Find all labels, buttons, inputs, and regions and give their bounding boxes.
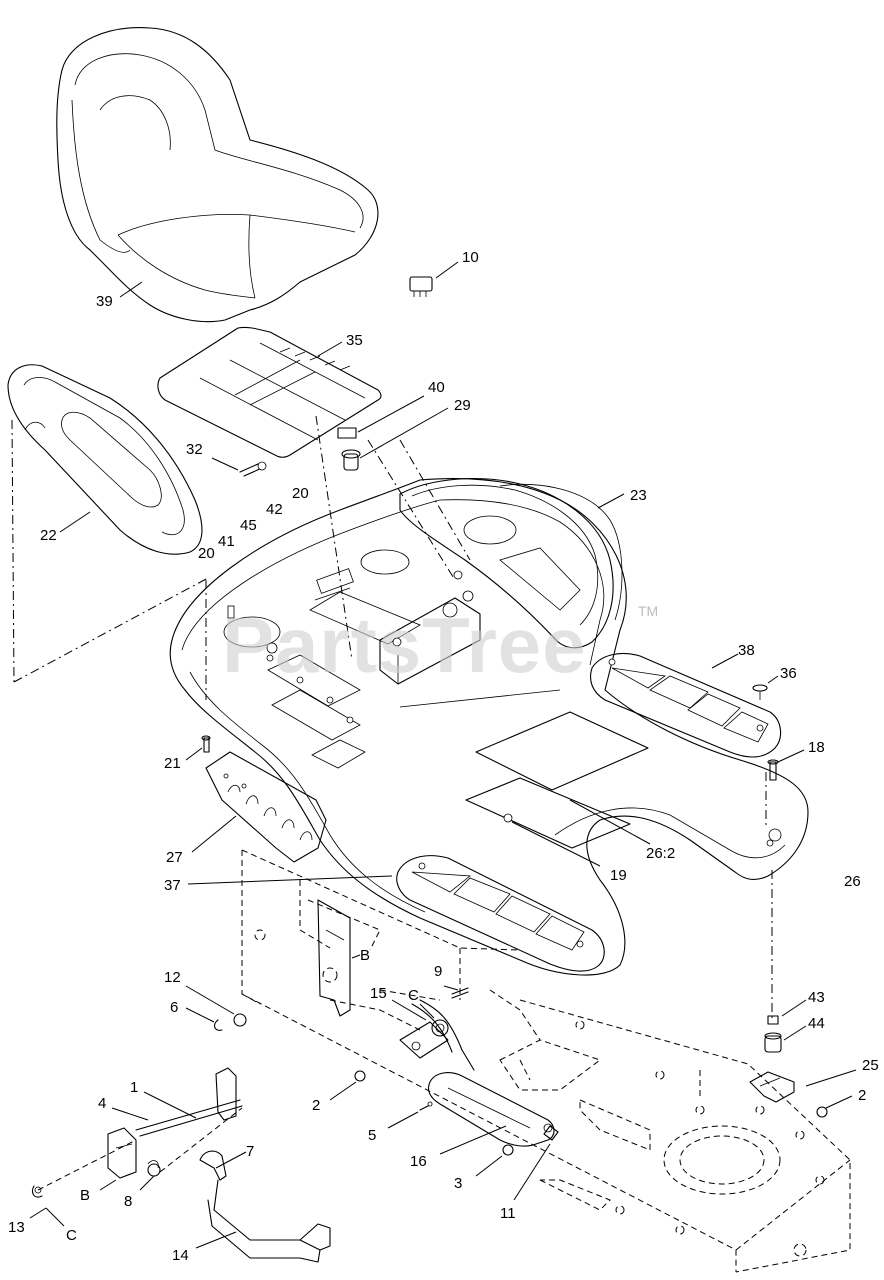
pedal-shaft-1 <box>135 1067 243 1137</box>
callout-19: 19 <box>610 867 627 884</box>
watermark: PartsTree <box>222 601 587 689</box>
callout-9: 9 <box>434 963 442 980</box>
callout-8: 8 <box>124 1193 132 1210</box>
bracket-4 <box>107 1127 137 1179</box>
callout-37: 37 <box>164 877 181 894</box>
callout-23: 23 <box>630 487 647 504</box>
callout-3: 3 <box>454 1175 462 1192</box>
knob-part <box>341 449 361 471</box>
callout-6: 6 <box>170 999 178 1016</box>
callout-20b: 20 <box>198 545 215 562</box>
watermark-tm: TM <box>638 603 658 619</box>
pin-5 <box>419 1101 433 1111</box>
callout-21: 21 <box>164 755 181 772</box>
callout-42: 42 <box>266 501 283 518</box>
nut-43 <box>767 1015 779 1025</box>
callout-43: 43 <box>808 989 825 1006</box>
callout-11: 11 <box>500 1205 516 1222</box>
callout-5: 5 <box>368 1127 376 1144</box>
callout-b2: B <box>80 1187 90 1204</box>
callout-40: 40 <box>428 379 445 396</box>
callout-26: 26 <box>844 873 861 890</box>
callout-39: 39 <box>96 293 113 310</box>
bracket-27 <box>205 751 327 863</box>
callout-22: 22 <box>40 527 57 544</box>
callout-2a: 2 <box>312 1097 320 1114</box>
rear-footrest <box>589 652 782 758</box>
seat-pan <box>157 326 382 458</box>
callout-b1: B <box>360 947 370 964</box>
plug-36 <box>752 684 768 700</box>
callout-35: 35 <box>346 332 363 349</box>
callout-c2: C <box>66 1227 77 1244</box>
callout-10: 10 <box>462 249 479 266</box>
seat-drawing <box>56 27 379 323</box>
callout-2b: 2 <box>858 1087 866 1104</box>
callout-26-2: 26:2 <box>646 845 675 862</box>
screw-32 <box>239 461 267 477</box>
nut-3 <box>502 1144 514 1156</box>
callout-14: 14 <box>172 1247 189 1264</box>
side-cover <box>7 364 203 555</box>
bracket-b-plate <box>317 899 351 1017</box>
seat-bracket <box>266 570 481 685</box>
nut-2b <box>816 1106 828 1118</box>
callout-36: 36 <box>780 665 797 682</box>
callout-1: 1 <box>130 1079 138 1096</box>
tractor-frame <box>241 849 851 1273</box>
callout-15: 15 <box>370 985 387 1002</box>
callout-29: 29 <box>454 397 471 414</box>
callout-7: 7 <box>246 1143 254 1160</box>
callout-41: 41 <box>218 533 235 550</box>
bolt-18 <box>767 759 779 781</box>
callout-20a: 20 <box>292 485 309 502</box>
callout-4: 4 <box>98 1095 106 1112</box>
callout-32: 32 <box>186 441 203 458</box>
callout-25: 25 <box>862 1057 879 1074</box>
callout-27: 27 <box>166 849 183 866</box>
pin-11 <box>543 1125 559 1141</box>
callout-38: 38 <box>738 642 755 659</box>
bracket-25 <box>749 1071 795 1103</box>
front-footrest <box>396 855 605 972</box>
switch-part <box>409 276 433 297</box>
callout-44: 44 <box>808 1015 825 1032</box>
callout-13: 13 <box>8 1219 25 1236</box>
callout-c1: C <box>408 987 419 1004</box>
linkage-15 <box>399 987 475 1071</box>
bushing-12 <box>233 1013 247 1027</box>
bolt-21 <box>201 735 211 753</box>
callout-18: 18 <box>808 739 825 756</box>
callout-12: 12 <box>164 969 181 986</box>
nut-2a <box>354 1070 366 1082</box>
latch-part <box>337 427 357 439</box>
callout-45: 45 <box>240 517 257 534</box>
spring-8 <box>147 1160 161 1177</box>
screw-19 <box>503 813 513 823</box>
clip-6 <box>213 1019 223 1031</box>
decal-26-2 <box>465 711 649 849</box>
clip-13 <box>31 1185 43 1198</box>
callout-16: 16 <box>410 1153 427 1170</box>
isolator-44 <box>764 1032 782 1053</box>
fender-body <box>169 478 809 976</box>
rear-fender-top <box>399 478 623 649</box>
lever-16 <box>427 1072 555 1147</box>
pedal-14 <box>199 1150 331 1263</box>
